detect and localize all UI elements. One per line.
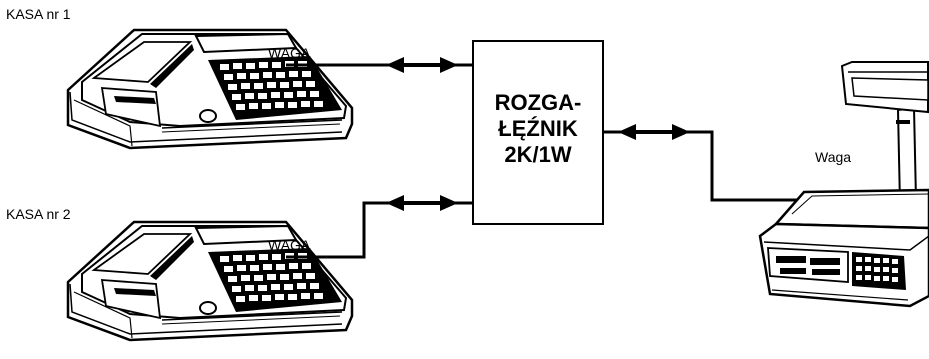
- splitter-line-1: ROZGA-: [494, 90, 582, 115]
- scale-device: [758, 61, 929, 308]
- register-2-label: KASA nr 2: [6, 206, 71, 222]
- cable-scale: [603, 124, 800, 202]
- scale-label: Waga: [815, 149, 852, 165]
- cable-register-1: [286, 57, 473, 73]
- splitter-label: ROZGA- ŁĘŹNIK 2K/1W: [473, 90, 603, 168]
- splitter-box: [472, 40, 604, 225]
- cable-register-2: [286, 195, 473, 259]
- register-1-cable-label: WAGA: [268, 45, 311, 61]
- register-2-cable-label: WAGA: [268, 237, 311, 253]
- register-1-label: KASA nr 1: [6, 6, 71, 22]
- splitter-line-3: 2K/1W: [504, 142, 572, 167]
- splitter-line-2: ŁĘŹNIK: [498, 116, 578, 141]
